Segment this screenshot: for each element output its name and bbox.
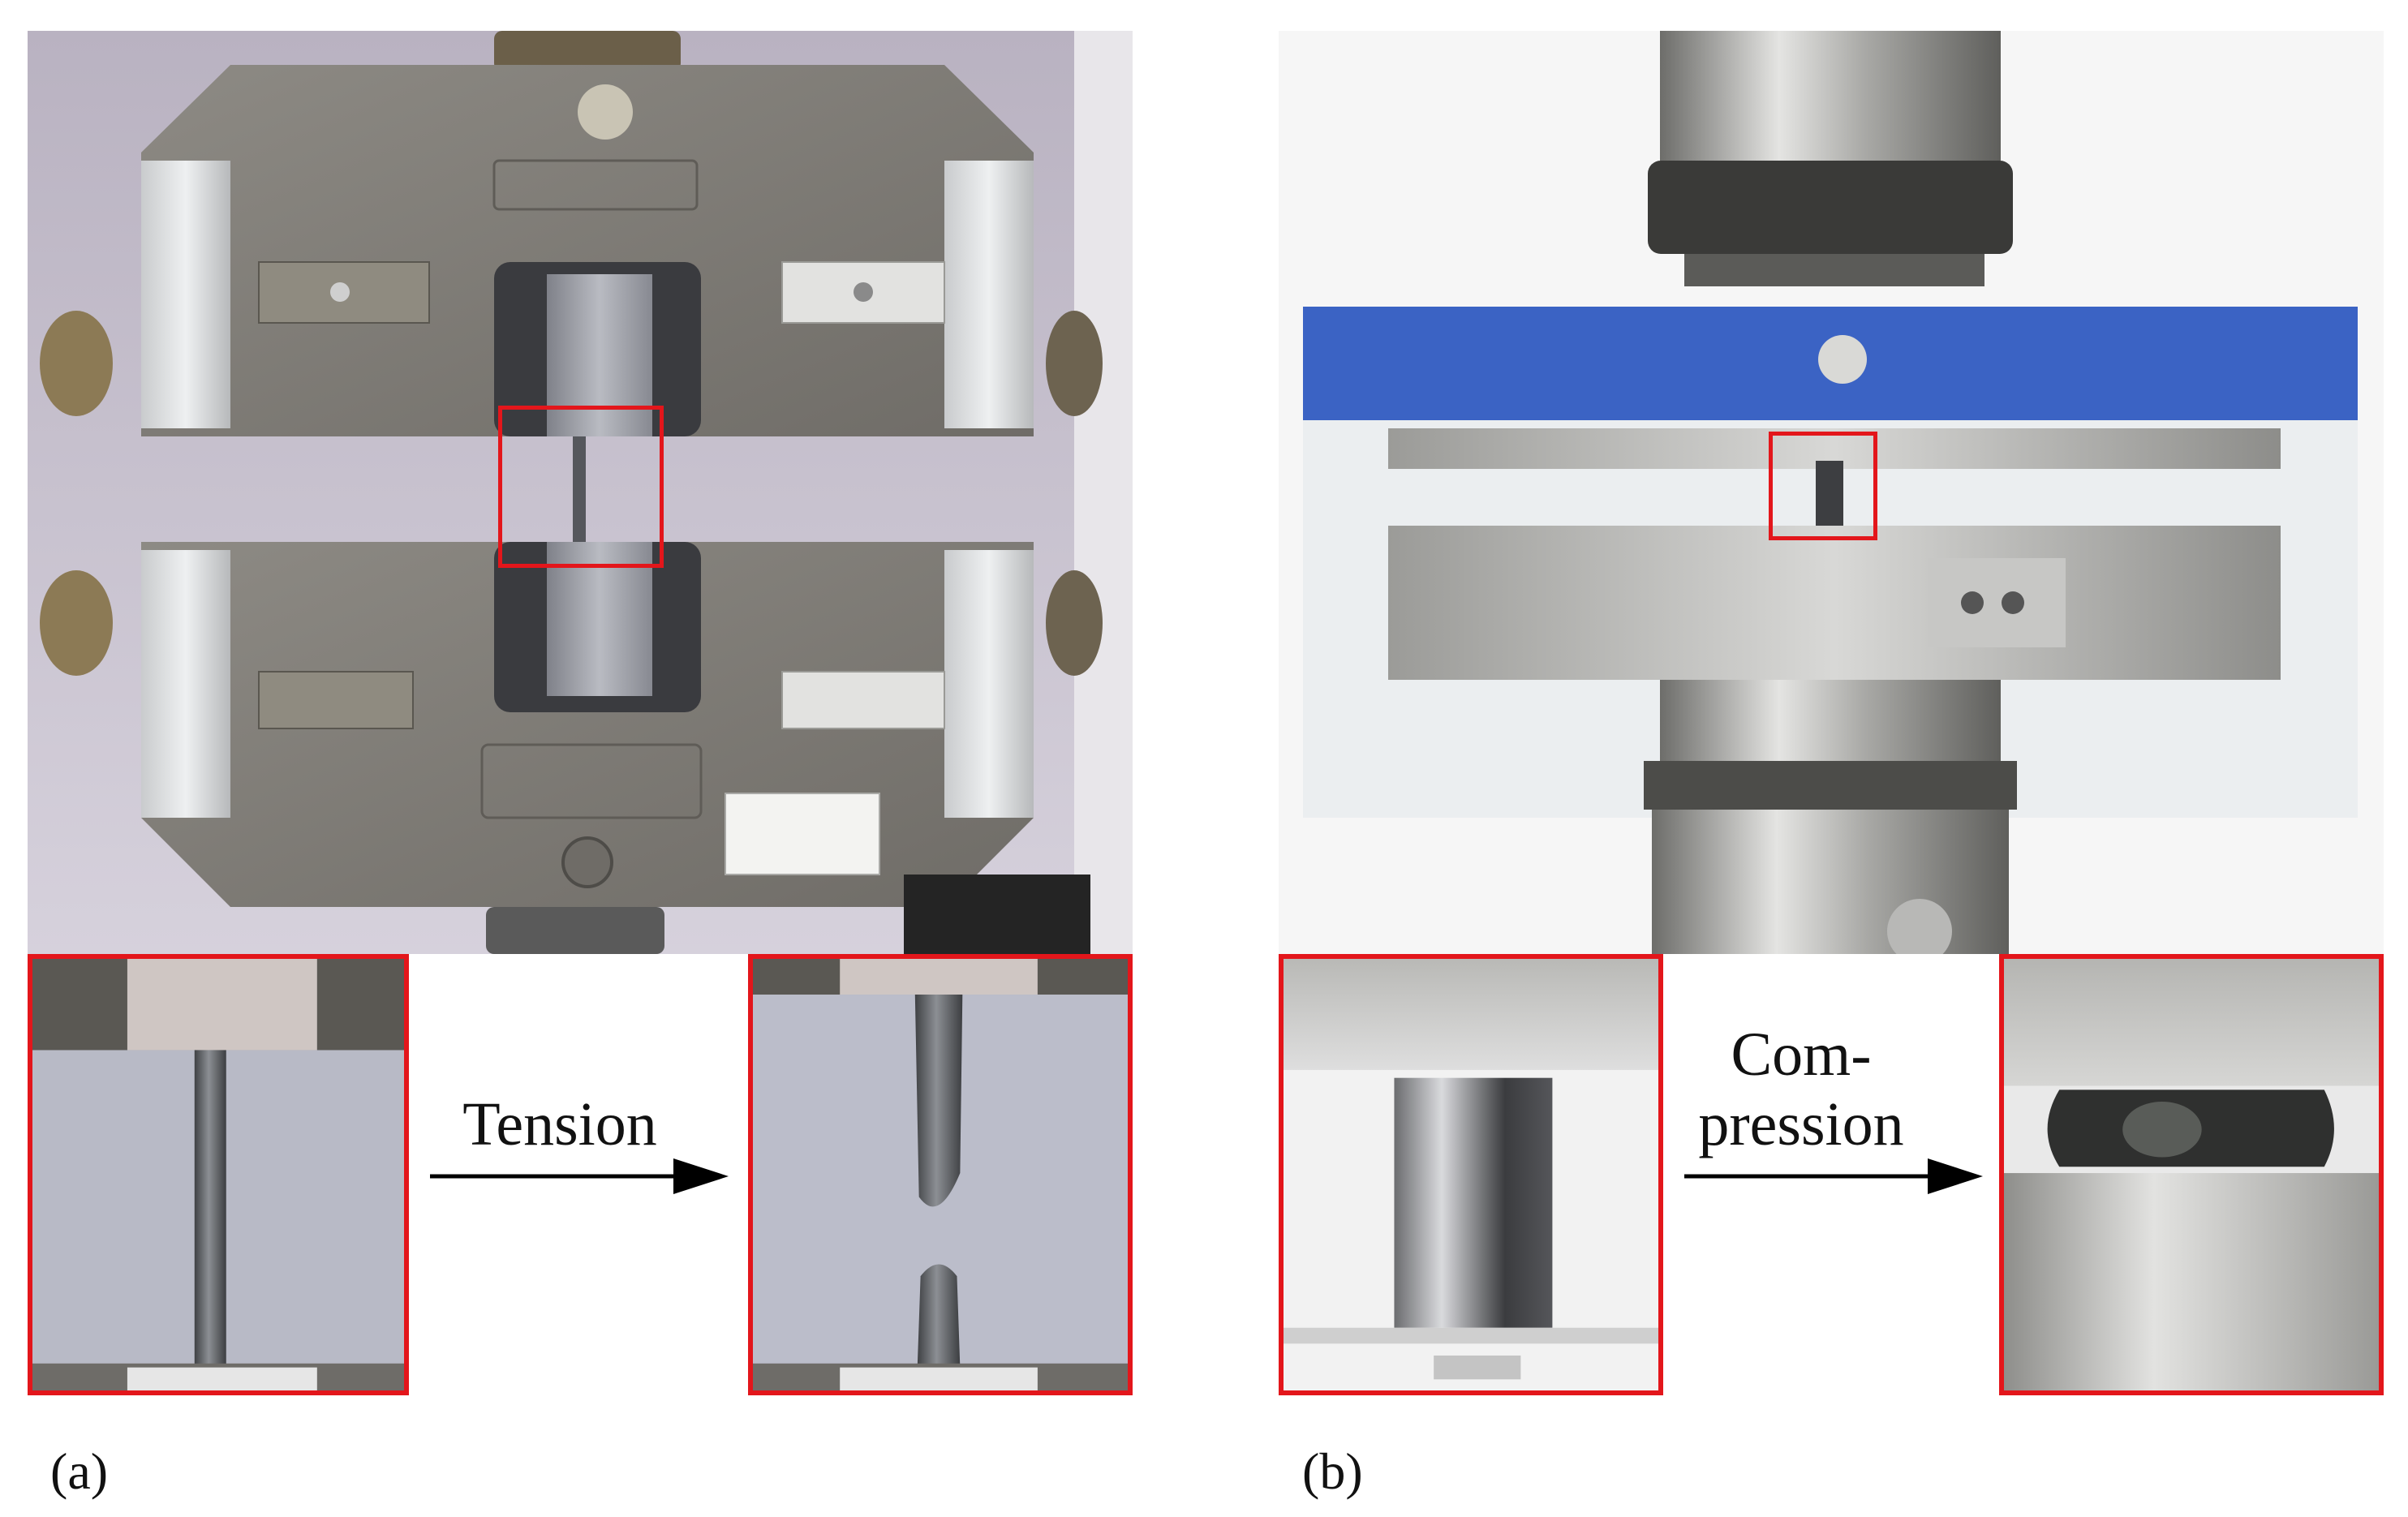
compression-arrow-icon	[1684, 1158, 1983, 1194]
tension-arrow-icon	[430, 1158, 729, 1194]
compression-specimen-highlight	[1769, 432, 1877, 540]
tension-specimen-highlight	[498, 406, 664, 568]
compression-inset-after	[1999, 954, 2384, 1395]
panel-b-label: (b)	[1302, 1442, 1363, 1500]
tension-label: Tension	[462, 1090, 657, 1158]
panel-a-label: (a)	[50, 1442, 109, 1500]
compression-label-line2: pression	[1698, 1090, 1904, 1158]
compression-machine-photo	[1279, 31, 2384, 954]
tension-machine-photo	[28, 31, 1133, 954]
tension-inset-before	[28, 954, 409, 1395]
compression-label-line1: Com-	[1731, 1021, 1872, 1089]
tension-inset-after	[748, 954, 1133, 1395]
compression-inset-before	[1279, 954, 1663, 1395]
